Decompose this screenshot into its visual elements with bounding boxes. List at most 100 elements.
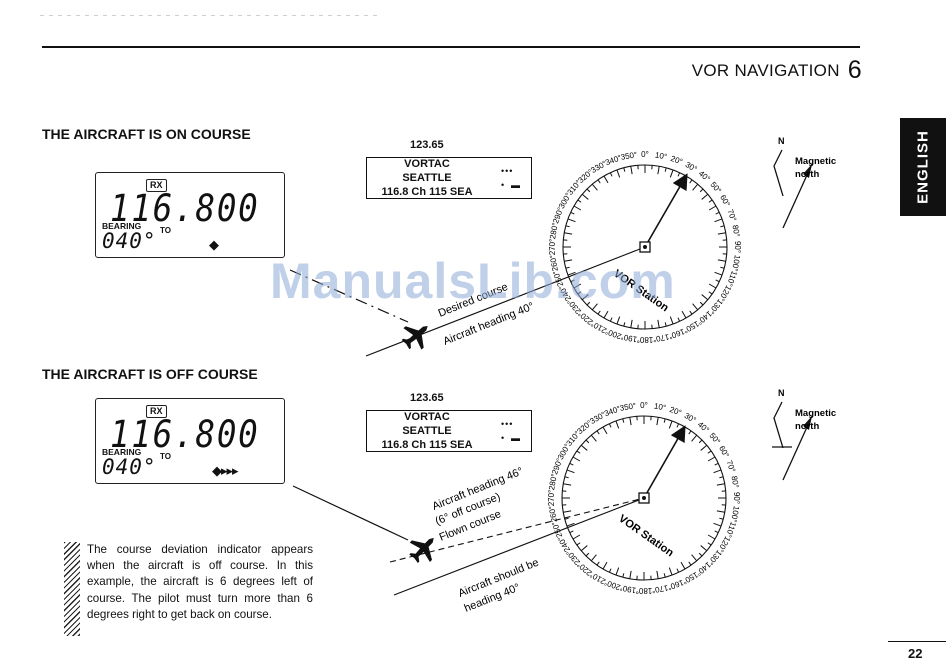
compass-tick <box>616 169 621 178</box>
compass-tick <box>586 301 591 306</box>
compass-tick <box>623 167 626 172</box>
compass-tick <box>707 456 716 462</box>
arrow-tip <box>803 416 812 430</box>
compass-label: 180° <box>636 586 653 595</box>
compass-tick <box>656 570 659 579</box>
compass-label: 350° <box>620 150 638 162</box>
compass-tick <box>581 294 589 301</box>
morse-dot: • <box>501 180 506 190</box>
vor-station-dot <box>643 245 647 249</box>
north-word-label: north <box>795 421 819 432</box>
course-deviation-note: The course deviation indicator appears w… <box>87 543 313 621</box>
compass-tick <box>699 301 704 306</box>
compass-tick <box>623 322 626 327</box>
compass-tick <box>590 554 597 562</box>
station-name: SEATTLE <box>402 172 452 184</box>
compass-tick <box>609 317 613 322</box>
compass-label: 90° <box>732 492 741 504</box>
cdi-indicator: ◆▸▸▸ <box>212 463 239 478</box>
compass-label: 30° <box>684 160 699 174</box>
frequency-readout: 116.800 <box>110 413 260 456</box>
compass-tick <box>596 561 600 566</box>
north-word-label: north <box>795 169 819 180</box>
compass-tick <box>719 517 724 520</box>
compass-tick <box>630 166 633 175</box>
compass-tick <box>700 444 708 451</box>
true-north-line <box>773 401 784 449</box>
compass-tick <box>602 561 608 570</box>
compass-label: 40° <box>696 420 711 435</box>
morse-dash: ▬ <box>511 433 521 443</box>
compass-label: 100° <box>730 254 742 272</box>
compass-tick <box>597 310 601 315</box>
compass-label: 80° <box>730 475 741 488</box>
compass-tick <box>668 420 673 429</box>
rx-indicator: RX <box>146 179 167 192</box>
compass-tick <box>576 450 581 454</box>
compass-tick <box>608 423 612 428</box>
compass-tick <box>692 303 699 311</box>
compass-label: 50° <box>708 180 723 195</box>
compass-tick <box>716 510 725 513</box>
compass-tick <box>657 319 660 328</box>
compass-tick <box>664 322 667 327</box>
compass-label: 10° <box>653 402 666 413</box>
compass-tick <box>708 283 717 289</box>
compass-tick <box>585 552 590 557</box>
compass-tick <box>609 172 613 177</box>
north-label: N <box>778 136 785 146</box>
to-label: TO <box>160 452 171 461</box>
compass-tick <box>708 205 717 211</box>
compass-tick <box>689 179 693 184</box>
pointer-line <box>289 269 409 323</box>
footer-rule <box>888 641 946 643</box>
compass-tick <box>564 517 569 520</box>
compass-rose-off-course: 0°10°20°30°40°50°60°70°80°90°100°110°120… <box>547 401 741 595</box>
compass-tick <box>615 420 620 429</box>
compass-tick <box>698 552 703 557</box>
compass-tick <box>691 554 698 562</box>
magnetic-label: Magnetic <box>795 156 836 167</box>
compass-label: 170° <box>651 583 669 595</box>
compass-tick <box>716 483 725 486</box>
compass-tick <box>689 310 693 315</box>
page-number: 22 <box>908 646 923 661</box>
compass-tick <box>717 232 726 235</box>
compass-tick <box>564 259 573 262</box>
bearing-readout: 040° <box>102 455 157 479</box>
compass-label: 280° <box>547 473 559 491</box>
compass-tick <box>569 530 574 534</box>
morse-dot: • <box>501 433 506 443</box>
compass-tick <box>577 199 582 203</box>
to-label: TO <box>160 226 171 235</box>
compass-tick <box>701 193 709 200</box>
compass-tick <box>663 418 666 423</box>
compass-tick <box>714 271 723 276</box>
compass-tick <box>688 430 692 435</box>
compass-tick <box>707 534 716 540</box>
compass-tick <box>713 522 722 527</box>
compass-label: 260° <box>548 254 560 272</box>
compass-label: 30° <box>683 411 698 425</box>
compass-label: 70° <box>725 459 738 473</box>
compass-label: 40° <box>697 169 712 184</box>
compass-tick <box>630 319 633 328</box>
compass-tick <box>602 426 608 435</box>
rx-indicator: RX <box>146 405 167 418</box>
compass-tick <box>668 567 673 576</box>
magnetic-north-indicator: N Magnetic north <box>772 388 836 481</box>
station-type: VORTAC <box>404 158 450 170</box>
compass-tick <box>680 561 686 570</box>
station-info-box: VORTAC SEATTLE 116.8 Ch 115 SEA ••• • ▬ <box>366 157 532 199</box>
compass-tick <box>715 279 720 283</box>
station-id: 116.8 Ch 115 SEA <box>381 186 473 198</box>
language-tab[interactable]: ENGLISH <box>900 118 946 216</box>
compass-tick <box>676 423 680 428</box>
station-frequency: 123.65 <box>410 392 444 404</box>
compass-tick <box>577 291 582 295</box>
compass-tick <box>603 175 609 184</box>
compass-tick <box>585 439 590 444</box>
compass-tick <box>563 483 572 486</box>
compass-tick <box>707 450 712 454</box>
